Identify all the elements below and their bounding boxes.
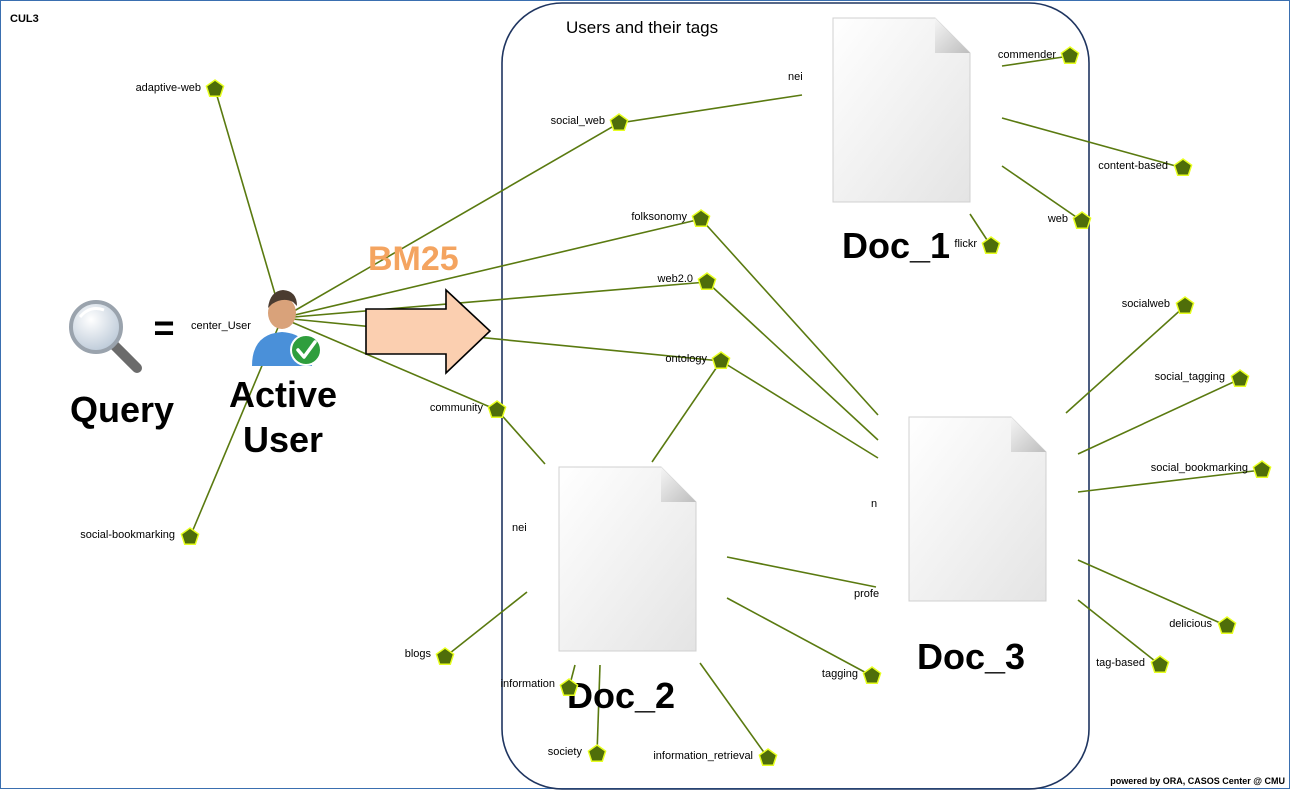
tag-node: tagging bbox=[822, 666, 882, 685]
tag-label: social_web bbox=[551, 115, 605, 127]
tag-label: blogs bbox=[405, 648, 432, 660]
tag-node-marker bbox=[691, 209, 711, 228]
tag-nodes: adaptive-web social-bookmarking social_web… bbox=[80, 46, 1272, 767]
tag-node: socialweb bbox=[1122, 296, 1195, 315]
tag-label: community bbox=[430, 402, 484, 414]
tag-node: flickr bbox=[954, 236, 1001, 255]
magnifier-icon bbox=[69, 300, 142, 373]
tag-label: delicious bbox=[1169, 618, 1212, 630]
tag-label: tag-based bbox=[1096, 657, 1145, 669]
tag-node-marker bbox=[862, 666, 882, 685]
tag-label: commender bbox=[998, 49, 1056, 61]
tag-label: tagging bbox=[822, 668, 858, 680]
tag-node-marker bbox=[609, 113, 629, 132]
tag-label: social_tagging bbox=[1155, 371, 1225, 383]
tag-node-marker bbox=[559, 678, 579, 697]
document-doc1-icon bbox=[832, 17, 971, 203]
equals-sign: = bbox=[153, 307, 174, 348]
document-doc3-icon bbox=[908, 416, 1047, 602]
container-title: Users and their tags bbox=[566, 18, 718, 37]
tag-node: ontology bbox=[665, 351, 731, 370]
active-user-label-line2: User bbox=[243, 419, 323, 460]
tag-label: social_bookmarking bbox=[1151, 462, 1248, 474]
doc3-label: Doc_3 bbox=[917, 636, 1025, 677]
edges bbox=[189, 55, 1263, 759]
tag-node-marker bbox=[758, 748, 778, 767]
tag-node: society bbox=[548, 744, 607, 763]
tag-node: community bbox=[430, 400, 507, 419]
tag-label: information bbox=[501, 678, 555, 690]
tag-label: society bbox=[548, 746, 583, 758]
fragment-label: profe bbox=[854, 588, 879, 600]
bm25-arrow-icon bbox=[365, 288, 492, 375]
users-tags-container bbox=[501, 2, 1090, 790]
tag-node-marker bbox=[1072, 211, 1092, 230]
query-label: Query bbox=[70, 389, 174, 430]
tag-label: adaptive-web bbox=[136, 82, 201, 94]
tag-node: web bbox=[1047, 211, 1092, 230]
tag-node: folksonomy bbox=[631, 209, 711, 228]
corner-label: CUL3 bbox=[10, 13, 39, 25]
tag-node: social_web bbox=[551, 113, 629, 132]
fragment-label: n bbox=[871, 498, 877, 510]
tag-node-marker bbox=[487, 400, 507, 419]
tag-node-marker bbox=[1252, 460, 1272, 479]
tag-label: socialweb bbox=[1122, 298, 1170, 310]
tag-node: social_tagging bbox=[1155, 369, 1250, 388]
tag-node-marker bbox=[711, 351, 731, 370]
tag-node: commender bbox=[998, 46, 1080, 65]
credit-text: powered by ORA, CASOS Center @ CMU bbox=[1110, 776, 1285, 786]
tag-node: information bbox=[501, 678, 579, 697]
tag-node-marker bbox=[1217, 616, 1237, 635]
tag-node: blogs bbox=[405, 647, 455, 666]
tag-label: flickr bbox=[954, 238, 977, 250]
fragment-label: nei bbox=[512, 522, 527, 534]
tag-node-marker bbox=[981, 236, 1001, 255]
tag-node-marker bbox=[1060, 46, 1080, 65]
center-user-label: center_User bbox=[191, 320, 251, 332]
bm25-label: BM25 bbox=[368, 240, 459, 278]
tag-node-marker bbox=[205, 79, 225, 98]
doc1-label: Doc_1 bbox=[842, 225, 950, 266]
tag-node: tag-based bbox=[1096, 655, 1170, 674]
fragment-label: nei bbox=[788, 71, 803, 83]
tag-node-marker bbox=[1230, 369, 1250, 388]
tag-label: web2.0 bbox=[657, 273, 693, 285]
active-user-label-line1: Active bbox=[229, 374, 337, 415]
tag-label: content-based bbox=[1098, 160, 1168, 172]
tag-node: information_retrieval bbox=[653, 748, 778, 767]
tag-label: web bbox=[1047, 213, 1068, 225]
tag-node: content-based bbox=[1098, 158, 1193, 177]
tag-node-marker bbox=[435, 647, 455, 666]
tag-label: information_retrieval bbox=[653, 750, 753, 762]
doc2-label: Doc_2 bbox=[567, 675, 675, 716]
tag-node: social-bookmarking bbox=[80, 527, 200, 546]
tag-node-marker bbox=[697, 272, 717, 291]
tag-node: social_bookmarking bbox=[1151, 460, 1272, 479]
tag-label: ontology bbox=[665, 353, 707, 365]
tag-node: adaptive-web bbox=[136, 79, 225, 98]
tag-node-marker bbox=[587, 744, 607, 763]
document-doc2-icon bbox=[558, 466, 697, 652]
tag-node: web2.0 bbox=[657, 272, 717, 291]
tag-node-marker bbox=[1173, 158, 1193, 177]
tag-node: delicious bbox=[1169, 616, 1237, 635]
tag-node-marker bbox=[1175, 296, 1195, 315]
active-user-icon bbox=[252, 290, 322, 366]
tag-label: folksonomy bbox=[631, 211, 687, 223]
tag-node-marker bbox=[1150, 655, 1170, 674]
tag-node-marker bbox=[180, 527, 200, 546]
tag-label: social-bookmarking bbox=[80, 529, 175, 541]
